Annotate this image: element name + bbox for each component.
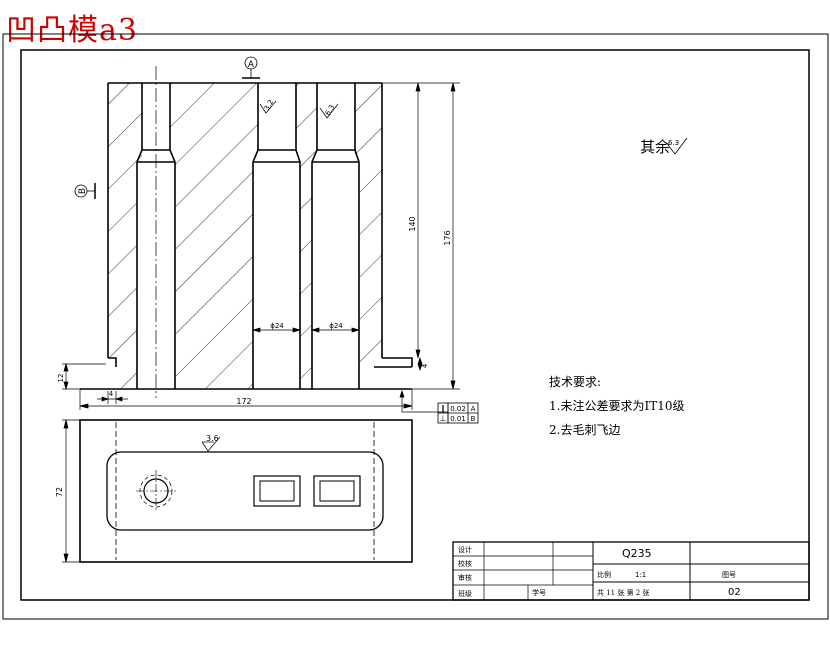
tb-material: Q235 xyxy=(622,547,652,560)
tb-row-review: 审核 xyxy=(458,573,472,582)
roughness-3-label: 3.6 xyxy=(206,434,219,443)
tol-2-datum: B xyxy=(471,415,476,423)
notes-item-1: 1.未注公差要求为IT10级 xyxy=(549,398,684,413)
datum-b-symbol: B xyxy=(74,183,96,199)
tol-2-value: 0.01 xyxy=(450,415,466,423)
rest-roughness-label: 其余 xyxy=(640,138,670,156)
rest-roughness-symbol xyxy=(667,137,688,155)
tb-scale-value: 1:1 xyxy=(635,571,646,579)
dim-4-right-label: 4 xyxy=(421,363,429,368)
dim-176-label: 176 xyxy=(443,230,452,245)
tb-row-design: 设计 xyxy=(458,545,472,554)
roughness-mark-3 xyxy=(201,436,221,452)
pocket-outline xyxy=(106,451,384,531)
dim-bore xyxy=(251,327,361,333)
dim-width-72 xyxy=(62,419,80,563)
rest-roughness-value: 6.3 xyxy=(668,139,679,147)
outer-border xyxy=(2,33,829,620)
tb-row-class: 班级 xyxy=(458,589,472,598)
dim-bore-right-label: ϕ24 xyxy=(329,322,343,330)
tolerance-leader xyxy=(399,389,448,413)
dim-140-label: 140 xyxy=(408,216,417,231)
dim-72-label: 72 xyxy=(55,487,64,497)
dim-width-172 xyxy=(79,403,413,409)
tb-code-label: 图号 xyxy=(722,571,736,579)
tol-1-symbol: ∥ xyxy=(441,404,445,413)
dim-base-12 xyxy=(62,362,106,391)
front-section-view xyxy=(79,66,414,410)
tb-row-check: 校核 xyxy=(458,559,472,568)
notes-item-2: 2.去毛刺飞边 xyxy=(549,423,620,437)
drawing-title: 凹凸模a3 xyxy=(6,13,138,48)
dim-4-left-label: 4 xyxy=(109,390,114,398)
inner-border xyxy=(20,49,810,601)
dim-height xyxy=(382,82,460,390)
top-view xyxy=(79,419,413,563)
square-hole-2 xyxy=(313,475,361,507)
tb-scale-label: 比例 xyxy=(597,570,611,579)
datum-a-symbol: A xyxy=(242,56,260,79)
tb-student-label: 学号 xyxy=(532,588,546,597)
tol-1-value: 0.02 xyxy=(450,405,466,413)
tb-sheet-info: 共 11 张 第 2 张 xyxy=(597,588,650,597)
notes-heading: 技术要求: xyxy=(549,375,601,389)
tb-drawing-no: 02 xyxy=(728,587,741,598)
square-hole-1 xyxy=(253,475,301,507)
tolerance-frame xyxy=(437,402,479,424)
dim-12-label: 12 xyxy=(57,374,65,383)
tol-1-datum: A xyxy=(471,405,476,413)
tol-2-symbol: ⊥ xyxy=(440,414,447,423)
dim-offset-right xyxy=(417,356,423,372)
dim-bore-left-label: ϕ24 xyxy=(270,322,284,330)
dim-offset-left xyxy=(97,391,128,404)
title-block xyxy=(452,541,810,601)
datum-a-label: A xyxy=(248,60,255,70)
dim-172-label: 172 xyxy=(236,397,251,406)
datum-b-label: B xyxy=(78,188,88,194)
